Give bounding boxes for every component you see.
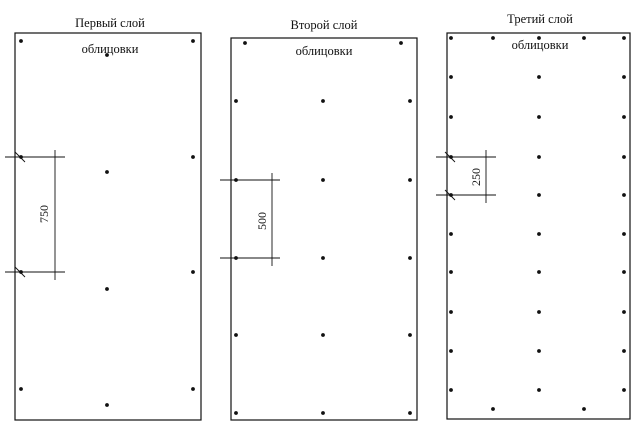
panel-2-screw	[321, 99, 325, 103]
panel-1-screw	[191, 155, 195, 159]
panel-2-screw	[234, 333, 238, 337]
panel-3-screw	[537, 388, 541, 392]
panel-3-screw	[449, 270, 453, 274]
panel-1-screw	[19, 39, 23, 43]
panel-3: 250	[436, 32, 631, 420]
panel-3-screw	[537, 270, 541, 274]
panel-2-dimension	[220, 173, 280, 266]
panel-2-dimension-label: 500	[255, 212, 269, 230]
panel-2-screw	[234, 411, 238, 415]
panel-3-screw	[622, 36, 626, 40]
panel-3-screw	[537, 349, 541, 353]
panel-3-screw	[622, 349, 626, 353]
panel-1-dimension	[5, 150, 65, 280]
panel-3-screw	[622, 232, 626, 236]
panel-3-board	[446, 32, 631, 420]
panel-3-screw	[537, 310, 541, 314]
panel-2-board	[230, 37, 418, 421]
panel-3-screw	[622, 115, 626, 119]
panel-1-dimension-label: 750	[37, 205, 51, 223]
panel-3-screw	[491, 36, 495, 40]
panel-1: 750	[5, 32, 202, 421]
panel-3-screw	[622, 155, 626, 159]
panel-2-screw	[234, 99, 238, 103]
panel-3-screw	[449, 388, 453, 392]
panel-2-title: Второй слой облицовки	[264, 6, 384, 71]
panel-2-screw	[399, 41, 403, 45]
panel-3-title: Третий слой облицовки	[480, 0, 600, 65]
panel-3-screw	[537, 193, 541, 197]
panel-3-screw	[449, 232, 453, 236]
panel-2-screw	[408, 178, 412, 182]
panel-3-screw	[582, 407, 586, 411]
panel-2-screw	[408, 411, 412, 415]
panel-3-screw	[622, 310, 626, 314]
panel-2-screw	[243, 41, 247, 45]
panel-2: 500	[220, 37, 418, 421]
panel-2-screw	[321, 333, 325, 337]
panel-3-screw	[537, 115, 541, 119]
panel-1-screw	[105, 53, 109, 57]
panel-3-screw	[622, 270, 626, 274]
panel-1-screw	[191, 39, 195, 43]
panel-3-screw	[449, 310, 453, 314]
panel-2-title-line1: Второй слой	[290, 18, 358, 32]
panel-1-screw	[19, 387, 23, 391]
panel-3-screw	[449, 349, 453, 353]
panel-3-title-line1: Третий слой	[507, 12, 573, 26]
panel-3-screw	[582, 36, 586, 40]
panel-1-screws	[19, 39, 195, 407]
panel-3-screws	[449, 36, 626, 411]
panel-3-screw	[537, 36, 541, 40]
panel-3-screw	[622, 193, 626, 197]
panel-1-title: Первый слой облицовки	[50, 4, 170, 69]
panel-2-screw	[408, 256, 412, 260]
panel-2-screw	[408, 99, 412, 103]
panel-1-screw	[191, 270, 195, 274]
panel-2-screw	[321, 256, 325, 260]
panel-2-screw	[321, 411, 325, 415]
panel-1-screw	[191, 387, 195, 391]
panel-3-screw	[449, 36, 453, 40]
panel-3-screw	[537, 75, 541, 79]
panel-2-screw	[408, 333, 412, 337]
panel-2-title-line2: облицовки	[295, 44, 353, 58]
panel-3-screw	[449, 75, 453, 79]
panel-3-screw	[622, 75, 626, 79]
panel-1-title-line2: облицовки	[81, 42, 139, 56]
panel-3-screw	[449, 115, 453, 119]
panel-3-screw	[537, 232, 541, 236]
panel-1-screw	[105, 403, 109, 407]
panel-1-screw	[105, 287, 109, 291]
panel-1-title-line1: Первый слой	[75, 16, 145, 30]
panel-3-screw	[537, 155, 541, 159]
panel-3-title-line2: облицовки	[511, 38, 569, 52]
panel-1-board	[14, 32, 202, 421]
panel-2-screws	[234, 41, 412, 415]
panel-3-dimension	[436, 150, 496, 203]
panel-3-screw	[622, 388, 626, 392]
panel-3-screw	[491, 407, 495, 411]
panel-2-screw	[321, 178, 325, 182]
panel-1-screw	[105, 170, 109, 174]
panel-3-dimension-label: 250	[469, 168, 483, 186]
